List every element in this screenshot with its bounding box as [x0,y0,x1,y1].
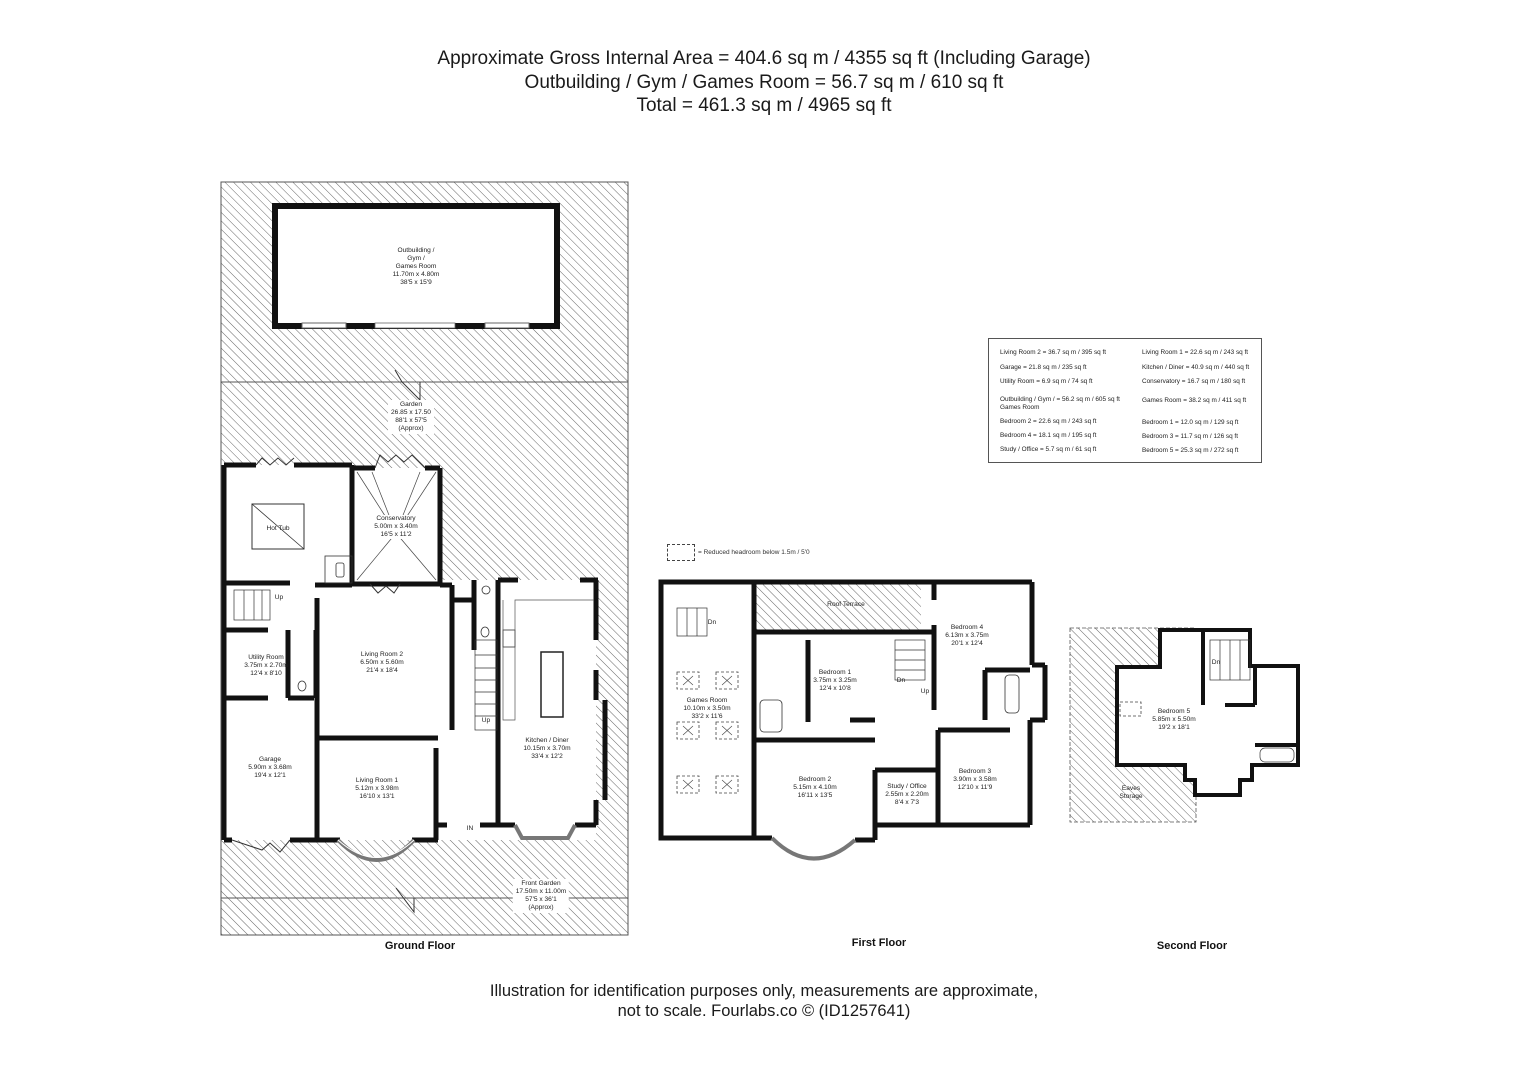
room-label-bedroom-5: Bedroom 5 5.85m x 5.50m 19'2 x 18'1 [1152,708,1196,731]
stairs-up-label-ground: Up [274,594,284,601]
room-label-kitchen-diner: Kitchen / Diner 10.15m x 3.70m 33'4 x 12… [523,737,571,760]
room-label-front-garden: Front Garden 17.50m x 11.00m 57'5 x 36'1… [512,879,570,913]
room-label-garage: Garage 5.90m x 3.68m 19'4 x 12'1 [248,756,292,779]
stairs-dn-label-second: Dn [1211,659,1221,666]
dashed-box-icon [667,544,695,561]
area-kitchen-diner: Kitchen / Diner = 40.9 sq m / 440 sq ft [1142,364,1250,371]
room-label-living-room-2: Living Room 2 6.50m x 5.60m 21'4 x 18'4 [360,651,404,674]
gross-area-text: Approximate Gross Internal Area = 404.6 … [437,48,1091,69]
floor-label-ground: Ground Floor [384,940,456,952]
room-label-games-room: Games Room 10.10m x 3.50m 33'2 x 11'6 [683,697,731,720]
area-outbuilding-cont: Games Room [1000,404,1040,411]
area-study-office: Study / Office = 5.7 sq m / 61 sq ft [1000,446,1097,453]
second-floor-plan [1069,627,1300,823]
disclaimer: Illustration for identification purposes… [0,981,1528,1021]
room-label-roof-terrace: Roof Terrace [827,601,865,608]
room-label-bedroom-1: Bedroom 1 3.75m x 3.25m 12'4 x 10'8 [813,669,857,692]
room-label-living-room-1: Living Room 1 5.12m x 3.98m 16'10 x 13'1 [355,777,399,800]
area-living-room-1: Living Room 1 = 22.6 sq m / 243 sq ft [1142,349,1249,356]
room-label-bedroom-2: Bedroom 2 5.15m x 4.10m 16'11 x 13'5 [793,776,837,799]
area-games-room: Games Room = 38.2 sq m / 411 sq ft [1142,397,1247,404]
area-bedroom-3: Bedroom 3 = 11.7 sq m / 126 sq ft [1142,433,1238,440]
room-label-outbuilding: Outbuilding / Gym / Games Room 11.70m x … [392,247,440,286]
disclaimer-line-1: Illustration for identification purposes… [489,982,1039,1000]
area-bedroom-5: Bedroom 5 = 25.3 sq m / 272 sq ft [1142,447,1239,454]
area-outbuilding: Outbuilding / Gym / = 56.2 sq m / 605 sq… [1000,396,1120,403]
area-living-room-2: Living Room 2 = 36.7 sq m / 395 sq ft [1000,349,1107,356]
outbuilding-area-text: Outbuilding / Gym / Games Room = 56.7 sq… [524,71,1004,93]
room-label-garden: Garden 26.85 x 17.50 88'1 x 57'5 (Approx… [388,400,434,434]
floor-label-first: First Floor [851,937,907,949]
room-label-utility-room: Utility Room 3.75m x 2.70m 12'4 x 8'10 [244,654,288,677]
area-bedroom-1: Bedroom 1 = 12.0 sq m / 129 sq ft [1142,419,1239,426]
area-summary: Approximate Gross Internal Area = 404.6 … [0,47,1528,118]
total-area-text: Total = 461.3 sq m / 4965 sq ft [636,95,892,116]
room-area-table: Living Room 2 = 36.7 sq m / 395 sq ft Ga… [988,338,1262,463]
disclaimer-line-2: not to scale. Fourlabs.co © (ID1257641) [617,1002,911,1020]
room-label-conservatory: Conservatory 5.00m x 3.40m 16'5 x 11'2 [374,515,418,539]
room-label-eaves-storage: Eaves Storage [1119,785,1143,800]
entrance-label: IN [466,825,474,832]
stairs-up-label-first: Up [920,688,930,695]
area-conservatory: Conservatory = 16.7 sq m / 180 sq ft [1142,378,1246,385]
stairs-up-label-hall: Up [481,717,491,724]
room-label-study-office: Study / Office 2.55m x 2.20m 8'4 x 7'3 [885,783,929,806]
room-label-bedroom-4: Bedroom 4 6.13m x 3.75m 20'1 x 12'4 [945,624,989,647]
floor-label-second: Second Floor [1156,940,1228,952]
area-bedroom-4: Bedroom 4 = 18.1 sq m / 195 sq ft [1000,432,1097,439]
ground-floor-plan [220,181,629,936]
stairs-dn-label-games: Dn [707,619,717,626]
headroom-legend: = Reduced headroom below 1.5m / 5'0 [667,544,810,561]
room-label-bedroom-3: Bedroom 3 3.90m x 3.58m 12'10 x 11'9 [953,768,997,791]
stairs-dn-label-first: Dn [896,677,906,684]
area-garage: Garage = 21.8 sq m / 235 sq ft [1000,364,1087,371]
headroom-legend-text: = Reduced headroom below 1.5m / 5'0 [698,549,810,556]
area-utility-room: Utility Room = 6.9 sq m / 74 sq ft [1000,378,1093,385]
room-label-hot-tub: Hot Tub [266,525,290,532]
first-floor-plan [658,579,1048,861]
area-bedroom-2: Bedroom 2 = 22.6 sq m / 243 sq ft [1000,418,1097,425]
